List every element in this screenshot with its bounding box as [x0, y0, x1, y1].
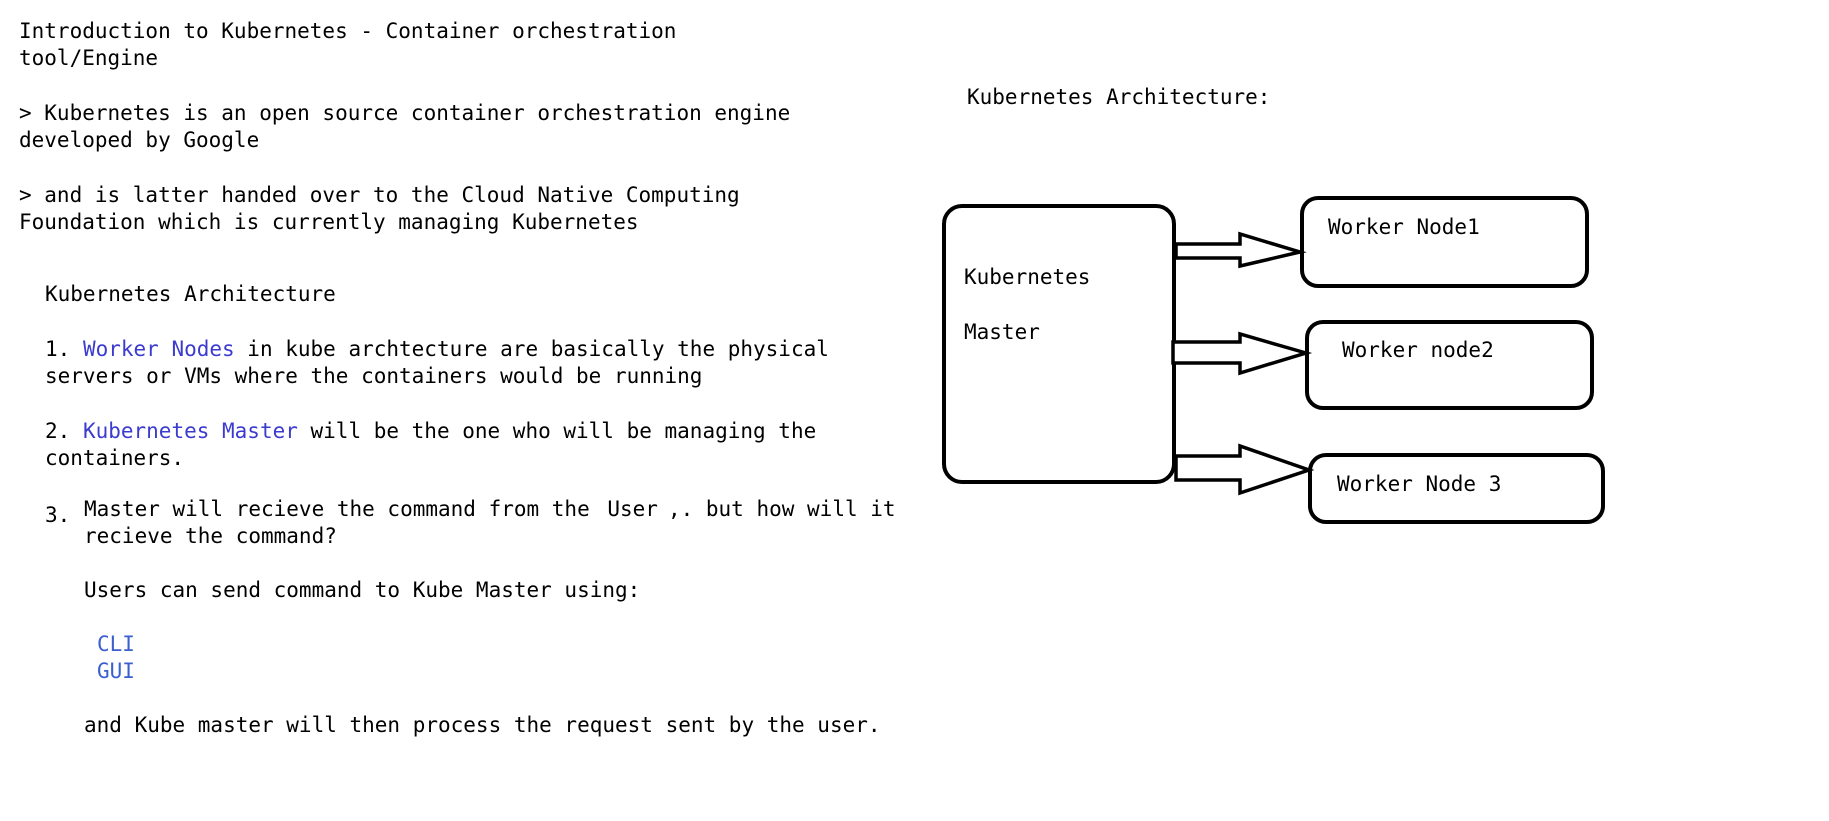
list-item-2-line-2: containers. — [45, 446, 185, 470]
item-3-text-b: ,. but how will it — [667, 497, 896, 521]
item-2-text: will be the one who will be managing the — [297, 419, 817, 443]
users-line: Users can send command to Kube Master us… — [84, 578, 641, 602]
paragraph-1-line-2: developed by Google — [19, 128, 260, 152]
master-label-1: Kubernetes — [964, 265, 1091, 289]
item-1-number: 1. — [45, 337, 83, 361]
item-3-number: 3. — [45, 503, 71, 527]
worker-node-1-box — [1300, 196, 1589, 288]
arrow-to-worker-1 — [1174, 231, 1307, 269]
worker-node-3-box — [1308, 453, 1605, 524]
list-item-2-line-1: 2. Kubernetes Master will be the one who… — [45, 418, 816, 445]
section-heading: Kubernetes Architecture — [45, 282, 336, 306]
arrow-to-worker-3 — [1174, 443, 1315, 496]
worker-node-2-box — [1305, 320, 1594, 410]
master-label-2: Master — [964, 320, 1040, 344]
paragraph-2-line-1: > and is latter handed over to the Cloud… — [19, 183, 740, 207]
diagram-heading: Kubernetes Architecture: — [967, 85, 1271, 109]
item-2-number: 2. — [45, 419, 83, 443]
list-item-1-line-2: servers or VMs where the containers woul… — [45, 364, 703, 388]
master-box — [942, 204, 1176, 484]
paragraph-1-line-1: > Kubernetes is an open source container… — [19, 101, 791, 125]
title-line-1: Introduction to Kubernetes - Container o… — [19, 19, 677, 43]
worker-node-3-label: Worker Node 3 — [1337, 472, 1502, 496]
item-1-term: Worker Nodes — [82, 337, 235, 361]
item-1-text: in kube archtecture are basically the ph… — [234, 337, 829, 361]
list-item-1-line-1: 1. Worker Nodes in kube archtecture are … — [45, 336, 829, 363]
worker-node-2-label: Worker node2 — [1342, 338, 1494, 362]
item-3-user: User — [607, 497, 658, 521]
option-cli: CLI — [97, 632, 135, 656]
arrow-to-worker-2 — [1171, 331, 1313, 376]
list-item-3-line-2: recieve the command? — [84, 524, 337, 548]
closing-line: and Kube master will then process the re… — [84, 713, 881, 737]
worker-node-1-label: Worker Node1 — [1328, 215, 1480, 239]
item-2-term: Kubernetes Master — [82, 419, 298, 443]
item-3-text-a: Master will recieve the command from the — [84, 497, 603, 521]
title-line-2: tool/Engine — [19, 46, 159, 70]
option-gui: GUI — [97, 659, 135, 683]
paragraph-2-line-2: Foundation which is currently managing K… — [19, 210, 639, 234]
list-item-3-line-1: Master will recieve the command from the… — [84, 496, 896, 523]
